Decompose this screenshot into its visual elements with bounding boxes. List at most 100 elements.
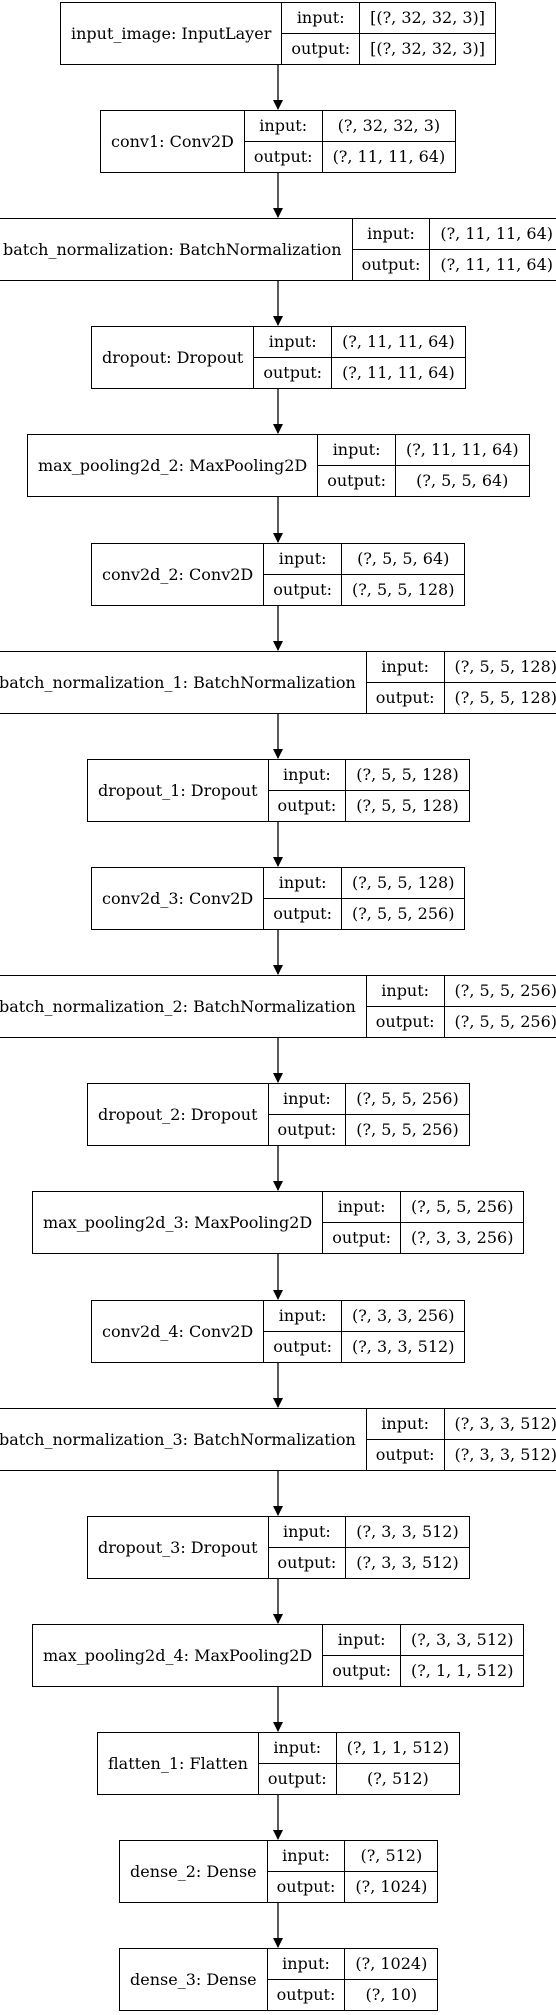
output-label: output: <box>367 682 445 713</box>
input-label: input: <box>282 3 361 34</box>
output-shape: (?, 5, 5, 128) <box>356 796 459 816</box>
output-shape: (?, 3, 3, 256) <box>410 1228 514 1248</box>
input-label: input: <box>268 760 347 791</box>
output-shape: [(?, 32, 32, 3)] <box>370 39 486 59</box>
layer-io-table: input:[(?, 32, 32, 3)]output:[(?, 32, 32… <box>282 3 496 64</box>
input-shape: (?, 11, 11, 64) <box>395 435 529 466</box>
output-shape: (?, 3, 3, 512) <box>454 1445 556 1465</box>
layer-name: conv1: Conv2D <box>101 111 245 172</box>
layer-io-table: input:(?, 3, 3, 512)output:(?, 1, 1, 512… <box>323 1625 524 1686</box>
input-shape: (?, 5, 5, 64) <box>341 544 465 575</box>
output-label: output: <box>264 574 342 605</box>
output-shape: (?, 11, 11, 64) <box>332 147 446 167</box>
input-shape: (?, 5, 5, 256) <box>400 1192 524 1223</box>
output-shape: (?, 11, 11, 64) <box>342 363 455 383</box>
input-label: input: <box>264 1301 342 1332</box>
output-label: output: <box>245 141 323 172</box>
layer-io-table: input:(?, 5, 5, 128)output:(?, 5, 5, 128… <box>268 760 469 821</box>
output-label: output: <box>269 1114 347 1145</box>
output-label: output: <box>367 1439 445 1470</box>
input-label: input: <box>268 1084 347 1115</box>
input-label: input: <box>366 976 445 1007</box>
input-shape: (?, 1, 1, 512) <box>336 1733 460 1764</box>
layer-io-table: input:(?, 5, 5, 256)output:(?, 3, 3, 256… <box>323 1192 524 1253</box>
layer-io-table: input:(?, 512)output:(?, 1024) <box>267 1841 438 1902</box>
layer-io-table: input:(?, 3, 3, 512)output:(?, 3, 3, 512… <box>268 1517 469 1578</box>
output-label: output: <box>353 249 431 280</box>
layer-io-table: input:(?, 11, 11, 64)output: (?, 5, 5, 64… <box>318 435 529 496</box>
output-label: output: <box>269 790 347 821</box>
output-shape: (?, 1, 1, 512) <box>410 1661 514 1681</box>
output-shape: (?, 11, 11, 64) <box>440 255 553 275</box>
input-label: input: <box>318 435 396 466</box>
input-label: input: <box>352 219 431 250</box>
output-label: output: <box>259 1763 337 1794</box>
input-shape: (?, 1024) <box>345 1949 438 1980</box>
input-label: input: <box>254 327 333 358</box>
output-shape: (?, 512) <box>366 1769 429 1789</box>
layer-io-table: input:(?, 11, 11, 64)output:(?, 11, 11, … <box>352 219 556 280</box>
input-label: input: <box>258 1733 337 1764</box>
layer-name: batch_normalization_1: BatchNormalizatio… <box>0 652 367 713</box>
input-label: input: <box>264 544 342 575</box>
output-shape: (?, 3, 3, 512) <box>356 1553 459 1573</box>
input-shape: (?, 11, 11, 64) <box>332 327 465 358</box>
input-shape: (?, 3, 3, 512) <box>346 1517 469 1548</box>
layer-name: conv2d_3: Conv2D <box>92 868 265 929</box>
input-shape: (?, 5, 5, 128) <box>341 868 465 899</box>
output-shape: (?, 5, 5, 64) <box>416 471 509 491</box>
layer-name: dense_3: Dense <box>120 1949 268 2010</box>
output-shape: (?, 5, 5, 256) <box>356 1120 459 1140</box>
layer-node: batch_normalization_2: BatchNormalizatio… <box>0 975 556 1038</box>
layer-io-table: input:(?, 5, 5, 64)output:(?, 5, 5, 128) <box>264 544 465 605</box>
layer-name: conv2d_2: Conv2D <box>92 544 265 605</box>
layer-name: max_pooling2d_3: MaxPooling2D <box>33 1192 324 1253</box>
layer-node: batch_normalization_3: BatchNormalizatio… <box>0 1408 556 1471</box>
output-label: output: <box>268 1979 346 2010</box>
layer-name: input_image: InputLayer <box>61 3 283 64</box>
layer-io-table: input:(?, 5, 5, 128)output:(?, 5, 5, 128… <box>366 652 556 713</box>
input-label: input: <box>264 868 342 899</box>
layer-name: flatten_1: Flatten <box>98 1733 259 1794</box>
layer-io-table: input:(?, 5, 5, 128)output: (?, 5, 5, 256… <box>264 868 465 929</box>
input-label: input: <box>244 111 323 142</box>
input-label: input: <box>267 1949 346 1980</box>
output-label: output: <box>323 1222 401 1253</box>
output-shape: (?, 3, 3, 512) <box>351 1337 455 1357</box>
input-shape: (?, 3, 3, 256) <box>341 1301 465 1332</box>
input-shape: (?, 512) <box>345 1841 438 1872</box>
input-label: input: <box>323 1625 401 1656</box>
output-shape: (?, 5, 5, 256) <box>454 1012 556 1032</box>
layer-node: batch_normalization_1: BatchNormalizatio… <box>0 651 556 714</box>
input-shape: (?, 5, 5, 128) <box>346 760 469 791</box>
input-shape: (?, 11, 11, 64) <box>430 219 556 250</box>
layer-name: max_pooling2d_4: MaxPooling2D <box>33 1625 324 1686</box>
layer-name: conv2d_4: Conv2D <box>92 1301 265 1362</box>
output-label: output: <box>282 33 361 64</box>
output-shape: (?, 5, 5, 256) <box>351 904 455 924</box>
layer-io-table: input:(?, 1024)output: (?, 10) <box>267 1949 438 2010</box>
output-label: output: <box>323 1655 401 1686</box>
layer-name: batch_normalization_2: BatchNormalizatio… <box>0 976 367 1037</box>
layer-io-table: input:(?, 3, 3, 256)output:(?, 3, 3, 512… <box>264 1301 465 1362</box>
output-label: output: <box>318 465 396 496</box>
output-label: output: <box>264 898 342 929</box>
input-shape: (?, 3, 3, 512) <box>444 1409 556 1440</box>
output-label: output: <box>268 1871 346 1902</box>
output-shape: (?, 1024) <box>355 1877 428 1897</box>
layer-name: batch_normalization_3: BatchNormalizatio… <box>0 1409 367 1470</box>
output-shape: (?, 10) <box>365 1985 418 2005</box>
layer-name: dense_2: Dense <box>120 1841 268 1902</box>
